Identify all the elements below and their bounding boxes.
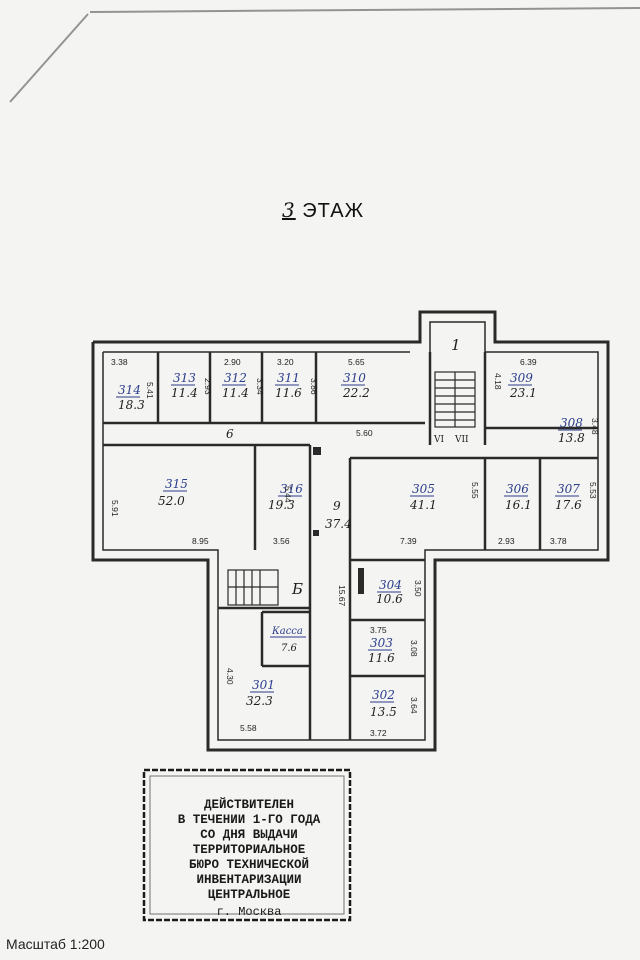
dimension: 3.08 bbox=[409, 640, 419, 657]
dimension: 3.38 bbox=[111, 357, 128, 367]
floor-number: 3 bbox=[282, 198, 296, 222]
dimension: 4.18 bbox=[493, 373, 503, 390]
stair-right bbox=[434, 371, 476, 428]
room-number: 306 bbox=[506, 482, 529, 496]
room-area: 11.4 bbox=[222, 386, 249, 400]
dimension: 6.39 bbox=[520, 357, 537, 367]
dimension: 3.48 bbox=[590, 418, 600, 435]
room-area: 18.3 bbox=[118, 398, 145, 412]
room-area: 11.6 bbox=[368, 651, 395, 665]
room-area: 16.1 bbox=[505, 498, 532, 512]
dimension: 5.53 bbox=[588, 482, 598, 499]
room-number: 314 bbox=[118, 383, 141, 397]
dimension: 2.93 bbox=[498, 536, 515, 546]
dimension: 5.58 bbox=[240, 723, 257, 733]
stamp-line: СО ДНЯ ВЫДАЧИ bbox=[200, 828, 298, 842]
stair-left bbox=[227, 569, 279, 606]
room-area: 10.6 bbox=[376, 592, 403, 606]
dimension: 5.91 bbox=[110, 500, 120, 517]
room-number: 304 bbox=[379, 578, 402, 592]
room-number: 302 bbox=[372, 688, 395, 702]
roman-mark-vii: VII bbox=[454, 435, 469, 445]
roman-mark-vi: VI bbox=[433, 435, 444, 445]
plan-marks: 1 Б 6 VI VII bbox=[226, 336, 469, 598]
dimension: 4.30 bbox=[225, 668, 235, 685]
room-area: 13.8 bbox=[558, 431, 585, 445]
room-area: 11.4 bbox=[171, 386, 198, 400]
room-number: 307 bbox=[557, 482, 580, 496]
room-number: 303 bbox=[370, 636, 393, 650]
room-number: 305 bbox=[412, 482, 435, 496]
dimension: 3.64 bbox=[409, 697, 419, 714]
corridor-number: 9 bbox=[333, 499, 341, 513]
scale-label: Масштаб 1:200 bbox=[6, 936, 105, 952]
stamp-line: БЮРО ТЕХНИЧЕСКОЙ bbox=[188, 858, 310, 872]
room-labels: 314 18.3 313 11.4 312 11.4 311 11.6 310 … bbox=[118, 371, 585, 719]
corridor-area: 37.4 bbox=[325, 517, 352, 531]
dimension: 5.65 bbox=[348, 357, 365, 367]
floor-suffix: ЭТАЖ bbox=[302, 200, 365, 222]
floor-title: 3 ЭТАЖ bbox=[282, 198, 364, 223]
dimension: 3.72 bbox=[370, 728, 387, 738]
stamp-line: ТЕРРИТОРИАЛЬНОЕ bbox=[192, 843, 306, 857]
stamp: ДЕЙСТВИТЕЛЕН В ТЕЧЕНИИ 1-го ГОДА СО ДНЯ … bbox=[146, 798, 352, 903]
room-area: 19.3 bbox=[268, 498, 295, 512]
room-number: 316 bbox=[280, 482, 303, 496]
dimension: 15.67 bbox=[337, 585, 347, 607]
dimension: 2.93 bbox=[203, 378, 213, 395]
interior-walls bbox=[103, 352, 598, 740]
dimension: 5.60 bbox=[356, 428, 373, 438]
corridor-number: 6 bbox=[226, 427, 234, 441]
columns bbox=[313, 447, 364, 594]
scan-edge bbox=[9, 7, 640, 103]
dimension: 2.90 bbox=[224, 357, 241, 367]
dimension: 8.95 bbox=[192, 536, 209, 546]
room-number: 308 bbox=[560, 416, 583, 430]
stair-letter: Б bbox=[291, 580, 303, 598]
room-number: 311 bbox=[277, 371, 300, 385]
room-number: 313 bbox=[173, 371, 196, 385]
room-number: 309 bbox=[510, 371, 533, 385]
room-area: 13.5 bbox=[370, 705, 397, 719]
stamp-line: ИНВЕНТАРИЗАЦИИ bbox=[196, 873, 302, 887]
dimension: 3.75 bbox=[370, 625, 387, 635]
dimension: 7.39 bbox=[400, 536, 417, 546]
stamp-line: ДЕЙСТВИТЕЛЕН bbox=[203, 798, 294, 812]
room-number: Касса bbox=[271, 626, 303, 637]
room-number: 315 bbox=[165, 477, 188, 491]
room-number-underlines bbox=[116, 384, 582, 703]
stamp-city: г. Москва bbox=[216, 905, 282, 919]
stair-number: 1 bbox=[451, 336, 461, 354]
room-area: 11.6 bbox=[275, 386, 302, 400]
room-area: 7.6 bbox=[281, 643, 298, 654]
room-area: 41.1 bbox=[409, 498, 437, 512]
dimension: 3.20 bbox=[277, 357, 294, 367]
dimension: 5.55 bbox=[470, 482, 480, 499]
dimension: 5.41 bbox=[145, 382, 155, 399]
room-number: 301 bbox=[252, 678, 275, 692]
dimension: 3.78 bbox=[550, 536, 567, 546]
dimension: 5.44 bbox=[283, 486, 293, 503]
dimension: 3.86 bbox=[309, 378, 319, 395]
stamp-line: В ТЕЧЕНИИ 1-го ГОДА bbox=[177, 813, 321, 827]
room-area: 23.1 bbox=[509, 386, 537, 400]
dimension: 3.50 bbox=[413, 580, 423, 597]
outer-walls bbox=[91, 310, 610, 752]
room-number: 312 bbox=[224, 371, 247, 385]
room-area: 22.2 bbox=[342, 386, 370, 400]
dimension: 3.56 bbox=[273, 536, 290, 546]
dimension-labels: 3.38 2.90 3.20 5.65 6.39 5.60 8.95 3.56 … bbox=[110, 357, 600, 738]
room-number: 310 bbox=[343, 371, 366, 385]
stamp-line: ЦЕНТРАЛЬНОЕ bbox=[207, 888, 291, 902]
room-area: 32.3 bbox=[246, 694, 273, 708]
stamp-frame bbox=[142, 768, 352, 922]
room-area: 17.6 bbox=[555, 498, 582, 512]
room-area: 52.0 bbox=[158, 494, 185, 508]
dimension: 3.34 bbox=[255, 378, 265, 395]
